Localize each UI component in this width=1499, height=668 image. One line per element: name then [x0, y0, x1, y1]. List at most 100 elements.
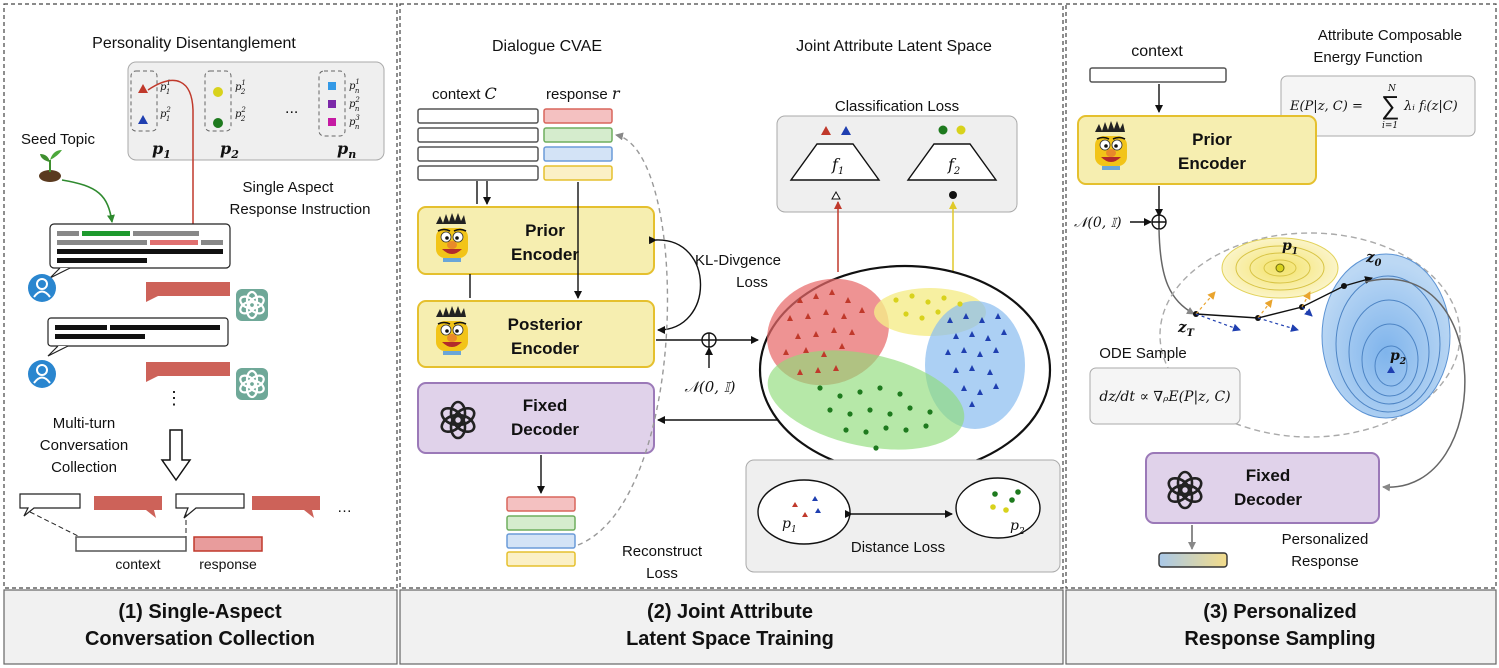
latent-point — [817, 385, 823, 391]
latent-point — [903, 427, 909, 433]
latent-point — [941, 295, 947, 301]
p2-label: p2 — [1390, 348, 1406, 367]
panel1-footer-2: Conversation Collection — [85, 628, 315, 650]
context-label: context — [115, 556, 160, 572]
collection-label-2: Conversation — [40, 437, 128, 454]
latent-point — [841, 313, 847, 319]
panel2-footer-2: Latent Space Training — [626, 628, 834, 650]
chatgpt-icon — [236, 289, 268, 321]
blue-triangle-icon — [841, 126, 851, 135]
svg-text:λᵢ fᵢ(z|C): λᵢ fᵢ(z|C) — [1403, 99, 1458, 114]
p2-label: p2 — [1010, 518, 1025, 537]
persona-arrow — [147, 79, 197, 239]
panel1-footer-1: (1) Single-Aspect — [118, 601, 282, 623]
p2-points — [990, 489, 1021, 513]
latent-point — [827, 407, 833, 413]
prior-encoder-label-2: Encoder — [511, 245, 579, 264]
latent-point — [961, 347, 967, 353]
latent-point — [815, 367, 821, 373]
latent-point — [795, 333, 801, 339]
user-icon — [27, 359, 57, 389]
persona-group-label: p1 — [152, 139, 171, 161]
context-arrow — [476, 181, 487, 204]
latent-point — [843, 427, 849, 433]
latent-point — [953, 367, 959, 373]
yellow-dot-icon — [213, 87, 223, 97]
panel-3: context Attribute Composable Energy Func… — [1074, 27, 1476, 650]
persona-box — [127, 61, 385, 161]
yellow-dot-icon — [956, 125, 966, 135]
latent-point — [823, 309, 829, 315]
collection-label-3: Collection — [51, 459, 117, 476]
vertical-ellipsis: ⋮ — [165, 388, 183, 408]
latent-point — [839, 343, 845, 349]
panel1-title: Personality Disentanglement — [92, 35, 296, 52]
magenta-square-icon — [328, 118, 336, 126]
p1-label: p1 — [782, 516, 797, 535]
latent-point — [813, 331, 819, 337]
f1-label: f1 — [831, 155, 844, 177]
seed-topic-label: Seed Topic — [21, 131, 95, 148]
panel2-footer-1: (2) Joint Attribute — [647, 601, 813, 623]
latent-point — [907, 405, 913, 411]
classification-box — [776, 115, 1018, 213]
svg-text:N: N — [1387, 84, 1397, 94]
z0-label: z0 — [1365, 248, 1382, 269]
latent-point — [805, 313, 811, 319]
latent-point — [903, 311, 909, 317]
sample-arrow — [1158, 228, 1195, 315]
ode-trajectory — [1193, 276, 1373, 332]
latent-point — [969, 401, 975, 407]
latent-point — [887, 411, 893, 417]
zT-label: zT — [1177, 318, 1196, 339]
latent-point — [833, 365, 839, 371]
latent-point — [963, 313, 969, 319]
noise-label: 𝒩(0, 𝕀) — [685, 378, 736, 396]
svg-text:E(P|z, C) =: E(P|z, C) = — [1289, 99, 1363, 114]
panel3-footer-2: Response Sampling — [1184, 628, 1375, 650]
fixed-decoder: Fixed Decoder — [1145, 452, 1380, 524]
energy-title-2: Energy Function — [1313, 49, 1422, 66]
latent-point — [813, 293, 819, 299]
latent-point — [847, 411, 853, 417]
p2-contours — [1321, 253, 1451, 419]
latent-point — [897, 391, 903, 397]
context-input-label: context C — [432, 84, 497, 103]
latent-point — [923, 423, 929, 429]
latent-point — [867, 407, 873, 413]
latent-point — [979, 317, 985, 323]
reconstruct-label-2: Loss — [646, 565, 678, 582]
svg-text:i=1: i=1 — [1382, 121, 1398, 131]
ode-formula-box — [1089, 367, 1241, 425]
classification-label: Classification Loss — [835, 98, 959, 115]
red-triangle-icon — [138, 84, 148, 93]
posterior-encoder-label-2: Encoder — [511, 339, 579, 358]
latent-point — [977, 389, 983, 395]
latent-point — [873, 445, 879, 451]
panel3-footer-1: (3) Personalized — [1203, 601, 1356, 623]
latent-point — [969, 331, 975, 337]
response-label: response — [199, 556, 257, 572]
energy-title-1: Attribute Composable — [1318, 27, 1462, 44]
p1-points — [792, 496, 821, 517]
latent-point — [797, 369, 803, 375]
conversation-strip: … — [19, 493, 352, 552]
context-bar — [1089, 67, 1227, 83]
latent-point — [863, 429, 869, 435]
prior-encoder: Prior Encoder — [1077, 115, 1317, 185]
latent-point — [935, 309, 941, 315]
energy-formula: E(P|z, C) = ∑ N i=1 λᵢ fᵢ(z|C) — [1289, 84, 1458, 131]
response-bubble — [146, 282, 230, 302]
green-dot-icon — [213, 118, 223, 128]
personalized-response-bar — [1158, 552, 1228, 568]
reconstruct-label-1: Reconstruct — [622, 543, 703, 560]
latent-point — [859, 307, 865, 313]
purple-square-icon — [328, 100, 336, 108]
personalized-label-2: Response — [1291, 553, 1359, 570]
joint-latent-space — [758, 264, 1052, 476]
oplus-icon — [1151, 214, 1167, 230]
posterior-encoder-label-1: Posterior — [508, 315, 583, 334]
